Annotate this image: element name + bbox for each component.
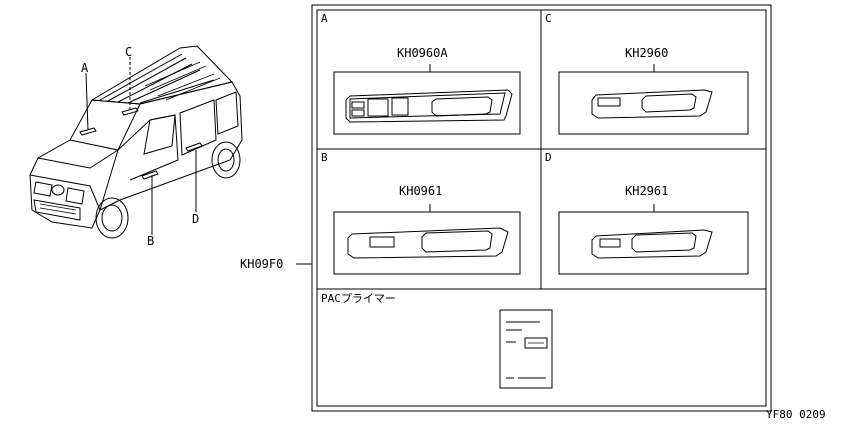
- callout-b-label: B: [147, 234, 155, 248]
- panel-c-part-code: KH2960: [625, 46, 669, 60]
- diagram-code: YF80 0209: [766, 408, 826, 421]
- panel-c-illustration: [558, 64, 749, 135]
- car-illustration: [29, 45, 243, 239]
- primer-label: PACプライマー: [321, 292, 396, 305]
- panel-a-illustration: [333, 64, 521, 135]
- main-part-code: KH09F0: [240, 257, 284, 271]
- callout-a-label: A: [81, 61, 89, 75]
- panel-c-letter: C: [545, 12, 552, 25]
- panel-d-illustration: [558, 204, 749, 275]
- panel-b-part-code: KH0961: [399, 184, 443, 198]
- panel-d-letter: D: [545, 151, 552, 164]
- panel-a-part-code: KH0960A: [397, 46, 448, 60]
- panel-b-letter: B: [321, 151, 328, 164]
- panel-d-part-code: KH2961: [625, 184, 669, 198]
- callout-c-label: C: [125, 45, 133, 59]
- callout-d-label: D: [192, 212, 200, 226]
- panel-a-letter: A: [321, 12, 328, 25]
- outer-frame: [311, 4, 772, 412]
- primer-container-illustration: [499, 309, 553, 389]
- panel-b-illustration: [333, 204, 521, 275]
